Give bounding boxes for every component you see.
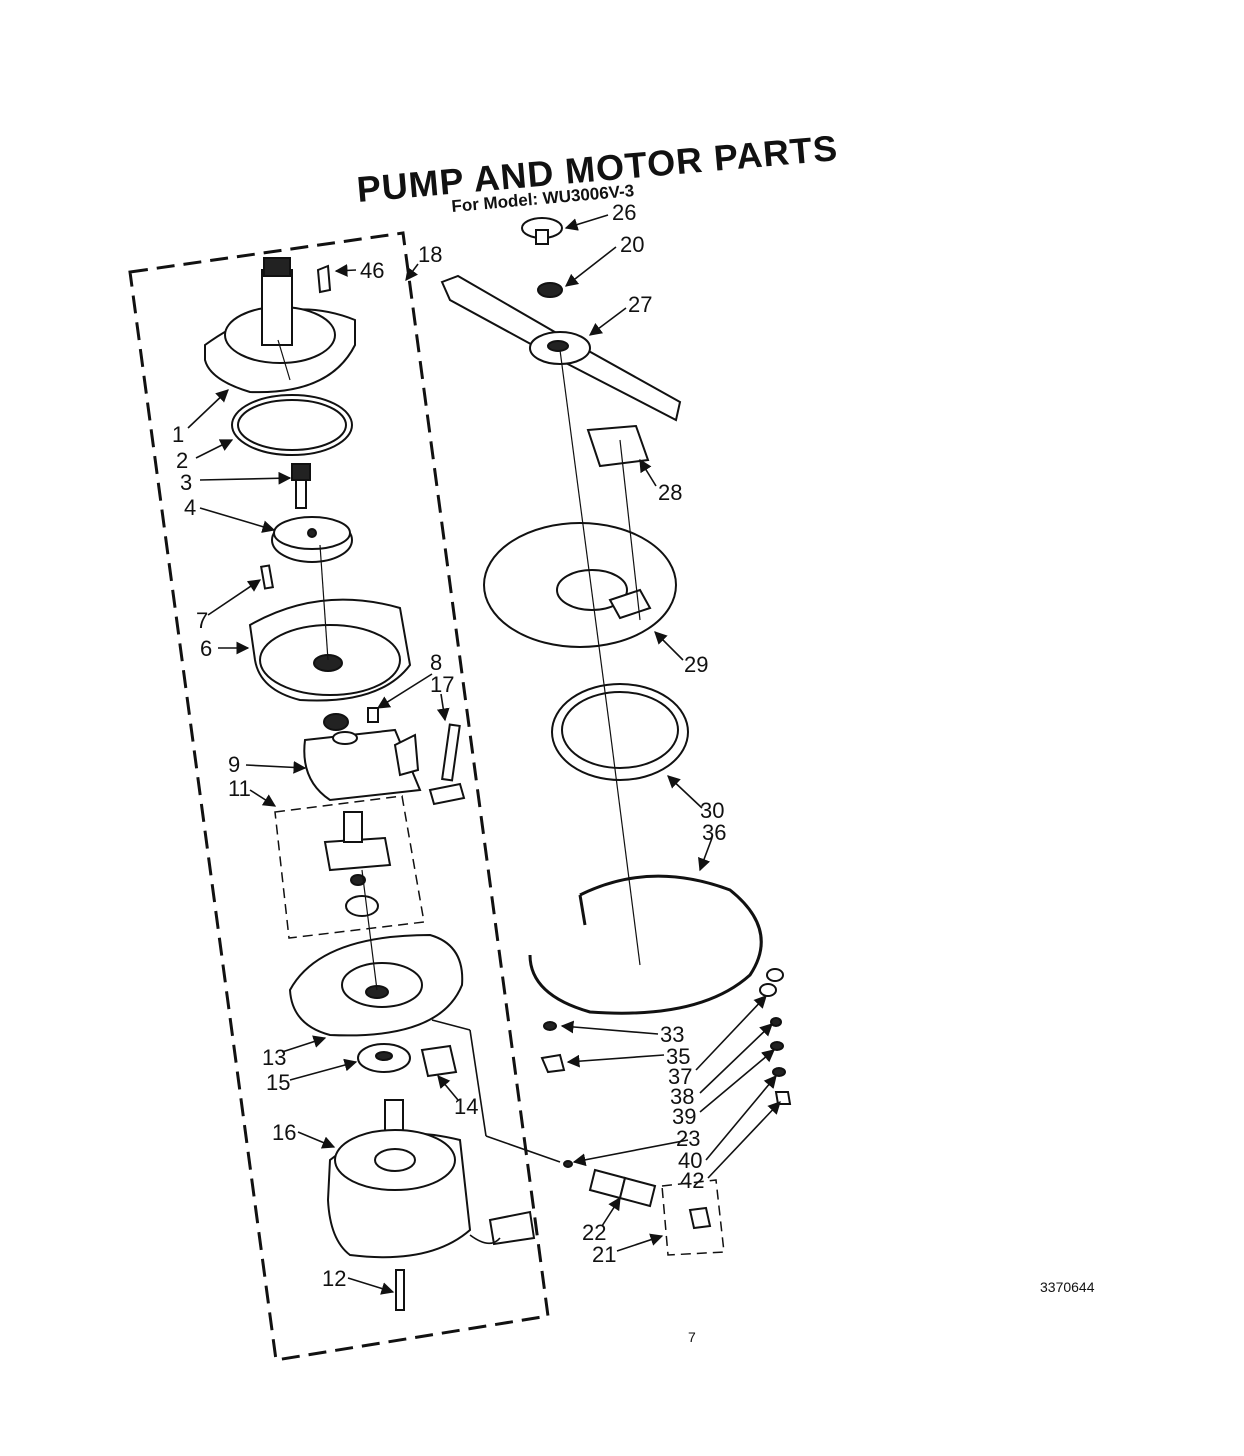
rod-17 [428,723,466,806]
label-13: 13 [262,1045,286,1070]
brush-block-14 [420,1044,458,1078]
seal-nut [323,713,349,731]
label-23: 23 [676,1126,700,1151]
washer-20 [537,282,563,298]
label-39: 39 [672,1104,696,1129]
page-number: 7 [688,1329,696,1345]
label-26: 26 [612,200,636,225]
label-30: 30 [700,798,724,823]
label-27: 27 [628,292,652,317]
label-16: 16 [272,1120,296,1145]
impeller-bolt-3 [291,463,311,509]
ring-30 [551,683,689,781]
spray-arm-27 [440,274,682,422]
plate-9 [303,728,422,802]
label-12: 12 [322,1266,346,1291]
motor-mount-13 [288,869,464,1037]
label-42: 42 [680,1168,704,1193]
impeller-11 [323,811,392,917]
bolt-12 [395,1269,405,1311]
pump-housing-top [204,257,356,394]
cap-26 [521,217,563,245]
label-11: 11 [228,776,251,801]
label-6: 6 [200,636,212,661]
label-21: 21 [592,1242,616,1267]
filter-disc-29 [483,522,677,648]
heater-hardware-stack [759,968,792,1105]
label-28: 28 [658,480,682,505]
sensor-22 [588,1168,657,1208]
label-35: 35 [666,1044,690,1069]
leader-lines [187,214,781,1295]
connector-21 [688,1206,712,1230]
label-29: 29 [684,652,708,677]
seal-disc-4 [271,516,353,563]
label-18: 18 [418,242,442,267]
washer-15 [357,1043,411,1073]
pump-assembly-boundary [128,231,550,1362]
pump-body-6 [248,544,412,702]
label-15: 15 [266,1070,290,1095]
label-17: 17 [430,672,454,697]
label-33: 33 [660,1022,684,1047]
connector-subassembly-boundary [661,1179,725,1256]
label-2: 2 [176,448,188,473]
label-4: 4 [184,495,196,520]
label-1: 1 [172,422,184,447]
label-3: 3 [180,470,192,495]
label-36: 36 [702,820,726,845]
label-37: 37 [668,1064,692,1089]
motor-16 [326,1099,536,1259]
label-38: 38 [670,1084,694,1109]
label-40: 40 [678,1148,702,1173]
heater-element-36 [528,874,763,1015]
clip-35 [540,1053,566,1074]
oring-23 [563,1160,573,1168]
screw-7 [259,564,275,590]
impeller-subassembly-boundary [274,795,425,939]
label-8: 8 [430,650,442,675]
label-7: 7 [196,608,208,633]
label-20: 20 [620,232,644,257]
label-22: 22 [582,1220,606,1245]
clip-46 [316,264,332,294]
part-labels: 46 18 1 2 3 4 7 6 8 17 9 11 13 15 14 16 … [172,200,726,1291]
bracket-28 [586,424,650,468]
label-46: 46 [360,258,384,283]
label-14: 14 [454,1094,478,1119]
washer-33 [543,1021,557,1031]
label-9: 9 [228,752,240,777]
diagram-number: 3370644 [1040,1279,1095,1295]
screw-8 [367,707,379,723]
